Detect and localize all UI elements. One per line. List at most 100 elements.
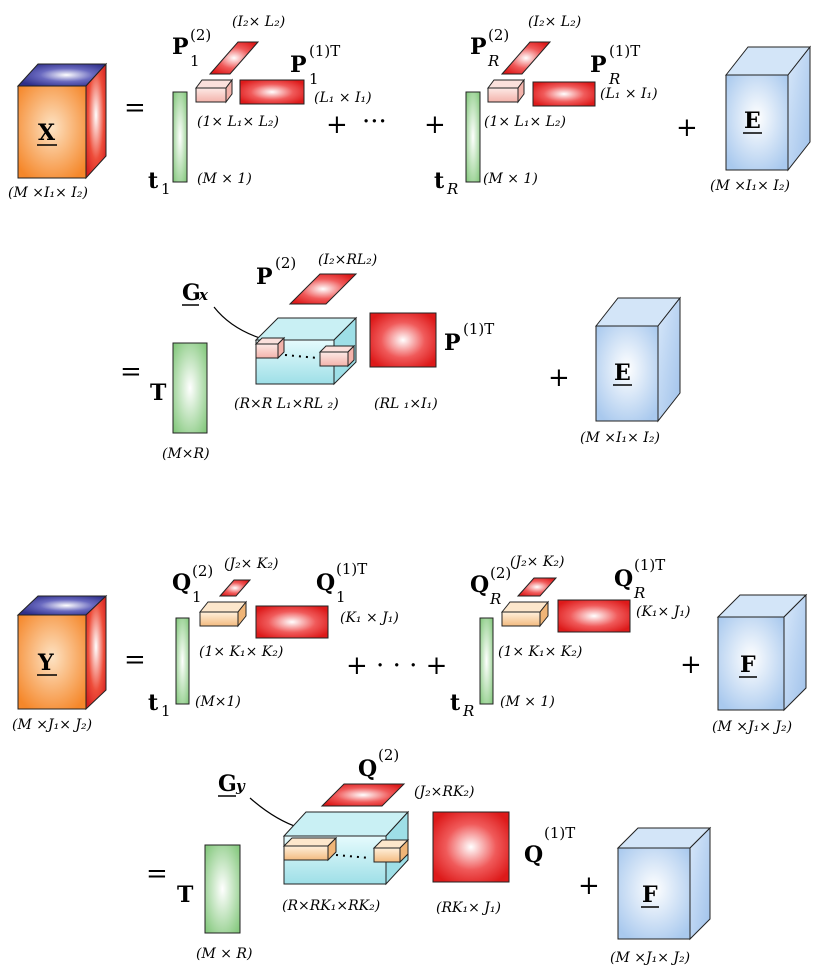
tR-y-label: t [450, 690, 461, 716]
q1-1t-sub: 1 [336, 588, 346, 606]
tR-label: t [434, 168, 445, 194]
q1-2-sub: 1 [192, 588, 202, 606]
tensor-x-dim: (M ×I₁× I₂) [8, 185, 88, 201]
T-y-label: T [177, 882, 194, 908]
equation-1: X (M ×I₁× I₂) = t 1 (M × 1) P (2) 1 (I₂×… [8, 14, 812, 201]
q2-label: Q [358, 756, 377, 782]
core-gy-dim: (R×RK₁×RK₂) [282, 898, 380, 914]
equation-3: Y (M ×J₁× J₂) = t 1 (M×1) Q (2) 1 (J₂× K… [12, 554, 808, 735]
plus-sign-eq3: + [680, 650, 702, 680]
tensor-y-cube [16, 594, 108, 711]
p1-2-sup: (2) [190, 26, 211, 44]
plus-sign-2: + [424, 110, 446, 140]
p1-2-label: P [172, 34, 189, 60]
p1t-label: P [444, 330, 461, 356]
p2-dim: (I₂×RL₂) [318, 252, 377, 268]
core-yR-dim: (1× K₁× K₂) [498, 644, 582, 660]
slice-q1-2 [218, 579, 252, 597]
p1-1t-label: P [290, 52, 307, 78]
plus-sign-3: + [676, 113, 698, 143]
sum-ellipsis: + · · · + [346, 651, 447, 681]
t1-y-dim: (M×1) [195, 694, 241, 710]
pR-1t-dim: (L₁ × I₁) [600, 86, 658, 102]
p1t-sup: (1)T [463, 320, 494, 338]
q1t-dim: (RK₁× J₁) [436, 900, 501, 916]
tensor-x-label: X [38, 120, 56, 146]
q1-1t-dim: (K₁ × J₁) [340, 610, 399, 626]
qR-1t-label: Q [614, 566, 633, 592]
q2-sup: (2) [378, 746, 399, 764]
core-slice-yR [500, 600, 550, 628]
T-y-dim: (M × R) [196, 946, 252, 962]
gy-pointer-line [249, 797, 301, 829]
tensor-f2-dim: (M ×J₁× J₂) [610, 950, 690, 966]
tensor-f-dim: (M ×J₁× J₂) [712, 719, 792, 735]
equation-2: = T (M×R) G x P (2) (I₂×RL₂) (R×R L₁ [120, 252, 682, 462]
loading-vector-t1 [172, 91, 188, 183]
p1-2-sub: 1 [190, 52, 200, 70]
loading-matrix-T [172, 342, 208, 434]
slice-p1-2 [208, 41, 260, 75]
qR-2-sup: (2) [490, 564, 511, 582]
slice-p2 [288, 273, 358, 305]
core-tensor-gy [282, 810, 410, 886]
slice-pR-2 [500, 41, 552, 75]
slice-qR-2 [516, 577, 558, 597]
pR-1t-sup: (1)T [609, 42, 640, 60]
loading-matrix-T-y [204, 844, 241, 934]
core-slice-1 [195, 78, 233, 104]
equals-sign-4: = [146, 859, 168, 889]
gx-pointer-line [213, 306, 267, 341]
residual-e-cube [724, 45, 812, 172]
pR-2-sub: R [487, 52, 499, 70]
core-tensor-gx [254, 316, 358, 386]
qR-1t-sup: (1)T [634, 556, 665, 574]
core-1-dim: (1× L₁× L₂) [197, 114, 279, 130]
plus-sign-eq4: + [578, 871, 600, 901]
loading-vector-tR [465, 91, 481, 183]
p1-2-dim: (I₂× L₂) [232, 14, 285, 30]
pR-2-label: P [470, 34, 487, 60]
q1-1t-sup: (1)T [336, 560, 367, 578]
gy-subscript: y [235, 777, 246, 795]
gx-label: G [182, 280, 201, 306]
equation-4: = T (M × R) G y Q (2) (J₂×RK₂) (R×RK₁×RK… [146, 746, 712, 966]
core-y1-dim: (1× K₁× K₂) [199, 644, 283, 660]
loading-vector-tR-y [479, 617, 494, 705]
pR-1t-label: P [590, 52, 607, 78]
tensor-f2-label: F [642, 882, 658, 908]
qR-2-sub: R [489, 590, 501, 608]
core-slice-y1 [198, 600, 248, 628]
p1-1t-sub: 1 [309, 70, 319, 88]
tensor-e-dim: (M ×I₁× I₂) [710, 178, 790, 194]
slice-p1-1t [239, 79, 305, 105]
p2-label: P [256, 264, 273, 290]
tensor-x-cube [16, 62, 108, 180]
tensor-e-label: E [744, 108, 761, 134]
t1-subscript: 1 [161, 180, 171, 198]
slice-qR-1t [557, 599, 631, 633]
slice-q2 [320, 783, 406, 807]
equals-sign-3: = [124, 645, 146, 675]
tR-y-dim: (M × 1) [500, 694, 555, 710]
core-gx-dim: (R×R L₁×RL ₂) [234, 396, 339, 412]
core-slice-R [487, 78, 525, 104]
q1-2-sup: (2) [192, 562, 213, 580]
tR-subscript: R [446, 180, 458, 198]
qR-1t-dim: (K₁× J₁) [636, 604, 690, 620]
tR-y-subscript: R [462, 702, 474, 720]
T-dim: (M×R) [162, 446, 210, 462]
p1-1t-sup: (1)T [309, 42, 340, 60]
p2-sup: (2) [275, 254, 296, 272]
core-R-dim: (1× L₁× L₂) [484, 114, 566, 130]
equals-sign: = [124, 93, 146, 123]
qR-1t-sub: R [633, 584, 645, 602]
q1t-sup: (1)T [544, 824, 575, 842]
t1-y-subscript: 1 [161, 702, 171, 720]
gx-subscript: x [198, 286, 209, 304]
slice-p1t [369, 312, 437, 368]
T-label: T [150, 380, 167, 406]
tensor-e2-label: E [614, 360, 631, 386]
residual-f-cube-2 [616, 826, 712, 941]
